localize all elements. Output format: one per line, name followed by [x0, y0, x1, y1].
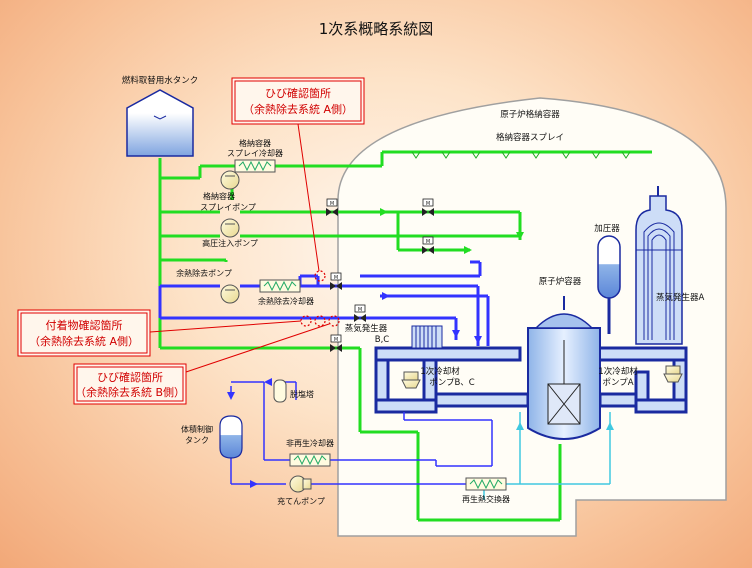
callout-deposit-a: 付着物確認箇所 （余熱除去系統 A側）	[17, 309, 302, 357]
valve-1: M	[326, 198, 338, 216]
spray-cooler-label-2: スプレイ冷却器	[227, 148, 283, 158]
pressurizer-label: 加圧器	[594, 223, 620, 234]
vct-label-2: タンク	[185, 436, 209, 445]
fuel-water-tank	[126, 89, 194, 157]
rcp-a-label-2: ポンプA	[602, 378, 633, 388]
valve-4: M	[330, 272, 342, 290]
spray-cooler	[234, 159, 276, 173]
containment-spray-header	[382, 150, 652, 159]
inspection-point-markers	[300, 270, 340, 327]
demineralizer-label: 脱塩塔	[290, 389, 314, 399]
rhr-cooler	[259, 279, 301, 293]
non-regenerative-heat-exchanger	[289, 453, 331, 467]
hp-injection-pump-label: 高圧注入ポンプ	[202, 238, 258, 248]
rcp-bc-label-2: ポンプB、C	[429, 378, 475, 388]
rcp-bc-label-1: 1次冷却材	[420, 366, 460, 377]
regen-hx-label: 再生熱交換器	[462, 494, 510, 504]
svg-text:（余熱除去系統 B側）: （余熱除去系統 B側）	[75, 385, 185, 399]
rhr-cooler-label: 余熱除去冷却器	[258, 296, 314, 306]
spray-pump	[220, 170, 240, 190]
svg-text:M: M	[426, 239, 430, 245]
primary-coolant-loop	[374, 346, 688, 414]
steam-generator-bc-label-2: B,C	[375, 335, 390, 345]
regenerative-heat-exchanger	[465, 477, 507, 491]
non-regen-hx-label: 非再生冷却器	[286, 438, 334, 448]
reactor-vessel-label: 原子炉容器	[539, 276, 582, 287]
cvcs-piping	[230, 381, 493, 485]
steam-generator-bc-icon	[411, 325, 443, 349]
blue-flow-arrows	[382, 292, 482, 344]
demineralizer	[273, 379, 287, 403]
charging-pump-label: 充てんポンプ	[277, 496, 325, 506]
steam-generator-a-label: 蒸気発生器A	[656, 292, 705, 303]
containment-label: 原子炉格納容器	[500, 109, 560, 120]
svg-text:（余熱除去系統 A側）: （余熱除去系統 A側）	[29, 334, 139, 348]
svg-text:ひび確認箇所: ひび確認箇所	[265, 86, 331, 100]
rhr-pump-label: 余熱除去ポンプ	[176, 268, 232, 278]
rcp-a	[663, 365, 683, 383]
valve-3: M	[422, 236, 434, 254]
callout-crack-a: ひび確認箇所 （余熱除去系統 A側）	[231, 77, 365, 272]
containment-spray-label: 格納容器スプレイ	[496, 132, 564, 143]
green-flow-arrows	[380, 208, 524, 254]
diagram-title: 1次系概略系統図	[319, 20, 434, 38]
callout-crack-b: ひび確認箇所 （余熱除去系統 B側）	[73, 323, 330, 405]
svg-text:ひび確認箇所: ひび確認箇所	[97, 370, 163, 384]
reactor-vessel	[527, 296, 601, 440]
spray-cooler-label-1: 格納容器	[239, 138, 271, 148]
spray-pump-label-1: 格納容器	[203, 191, 235, 201]
hp-injection-pump	[220, 218, 240, 238]
svg-text:（余熱除去系統 A側）: （余熱除去系統 A側）	[243, 102, 353, 116]
containment-vessel	[337, 97, 727, 537]
fuel-tank-label: 燃料取替用水タンク	[122, 75, 199, 86]
spray-pump-label-2: スプレイポンプ	[200, 203, 256, 212]
svg-text:M: M	[334, 337, 338, 343]
svg-text:M: M	[358, 307, 362, 313]
cvcs-flow-arrows	[227, 378, 272, 488]
cyan-flow-arrows	[516, 422, 614, 430]
svg-text:M: M	[426, 201, 430, 207]
charging-pump	[289, 475, 312, 493]
valve-6: M	[330, 334, 342, 352]
svg-text:M: M	[330, 201, 334, 207]
valve-5: M	[354, 304, 366, 322]
volume-control-tank	[219, 415, 243, 459]
steam-generator-a	[635, 186, 683, 345]
svg-text:付着物確認箇所: 付着物確認箇所	[46, 318, 123, 332]
pressurizer	[597, 235, 621, 334]
rcp-a-label-1: 1次冷却材	[598, 366, 638, 377]
valve-2: M	[422, 198, 434, 216]
steam-generator-bc-label-1: 蒸気発生器	[345, 323, 388, 334]
rhr-pump	[220, 284, 240, 304]
motor-valves: M M M M M M	[326, 198, 434, 352]
svg-text:M: M	[334, 275, 338, 281]
rcp-bc	[401, 371, 421, 389]
vct-label-1: 体積制御	[181, 424, 213, 434]
